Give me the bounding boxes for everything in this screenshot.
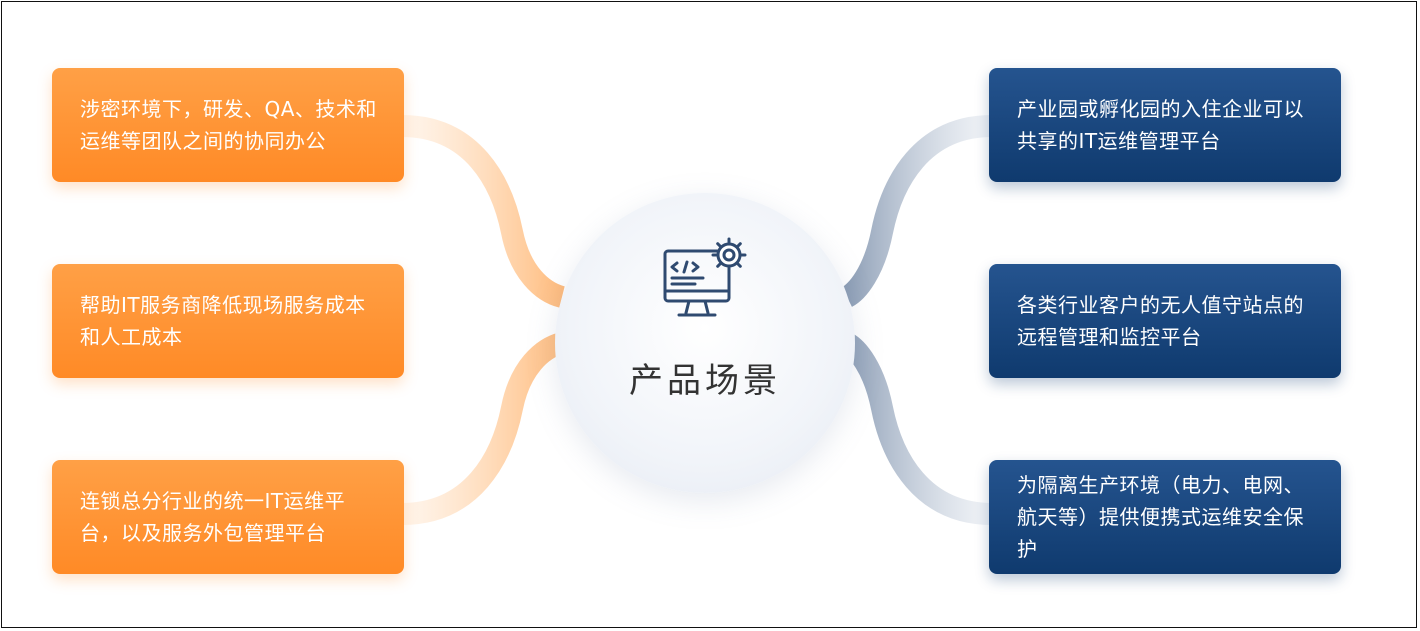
right-card-3: 为隔离生产环境（电力、电网、航天等）提供便携式运维安全保护 (989, 460, 1341, 574)
right-card-1: 产业园或孵化园的入住企业可以共享的IT运维管理平台 (989, 68, 1341, 182)
left-card-3: 连锁总分行业的统一IT运维平台，以及服务外包管理平台 (52, 460, 404, 574)
right-card-1-text: 产业园或孵化园的入住企业可以共享的IT运维管理平台 (1017, 97, 1304, 153)
left-card-1-text: 涉密环境下，研发、QA、技术和运维等团队之间的协同办公 (80, 97, 377, 153)
left-card-1: 涉密环境下，研发、QA、技术和运维等团队之间的协同办公 (52, 68, 404, 182)
left-card-3-text: 连锁总分行业的统一IT运维平台，以及服务外包管理平台 (80, 489, 346, 545)
connector-right-bottom (841, 333, 993, 525)
center-hub: 产品场景 (555, 193, 855, 493)
connector-right-top (841, 115, 993, 307)
connector-left-top (401, 115, 566, 308)
center-title: 产品场景 (629, 361, 781, 401)
right-card-3-text: 为隔离生产环境（电力、电网、航天等）提供便携式运维安全保护 (1017, 473, 1304, 561)
right-card-2: 各类行业客户的无人值守站点的远程管理和监控平台 (989, 264, 1341, 378)
right-card-2-text: 各类行业客户的无人值守站点的远程管理和监控平台 (1017, 293, 1304, 349)
connector-left-bottom (401, 332, 566, 525)
left-card-2: 帮助IT服务商降低现场服务成本和人工成本 (52, 264, 404, 378)
code-monitor-gear-icon (663, 237, 747, 317)
left-card-2-text: 帮助IT服务商降低现场服务成本和人工成本 (80, 293, 366, 349)
